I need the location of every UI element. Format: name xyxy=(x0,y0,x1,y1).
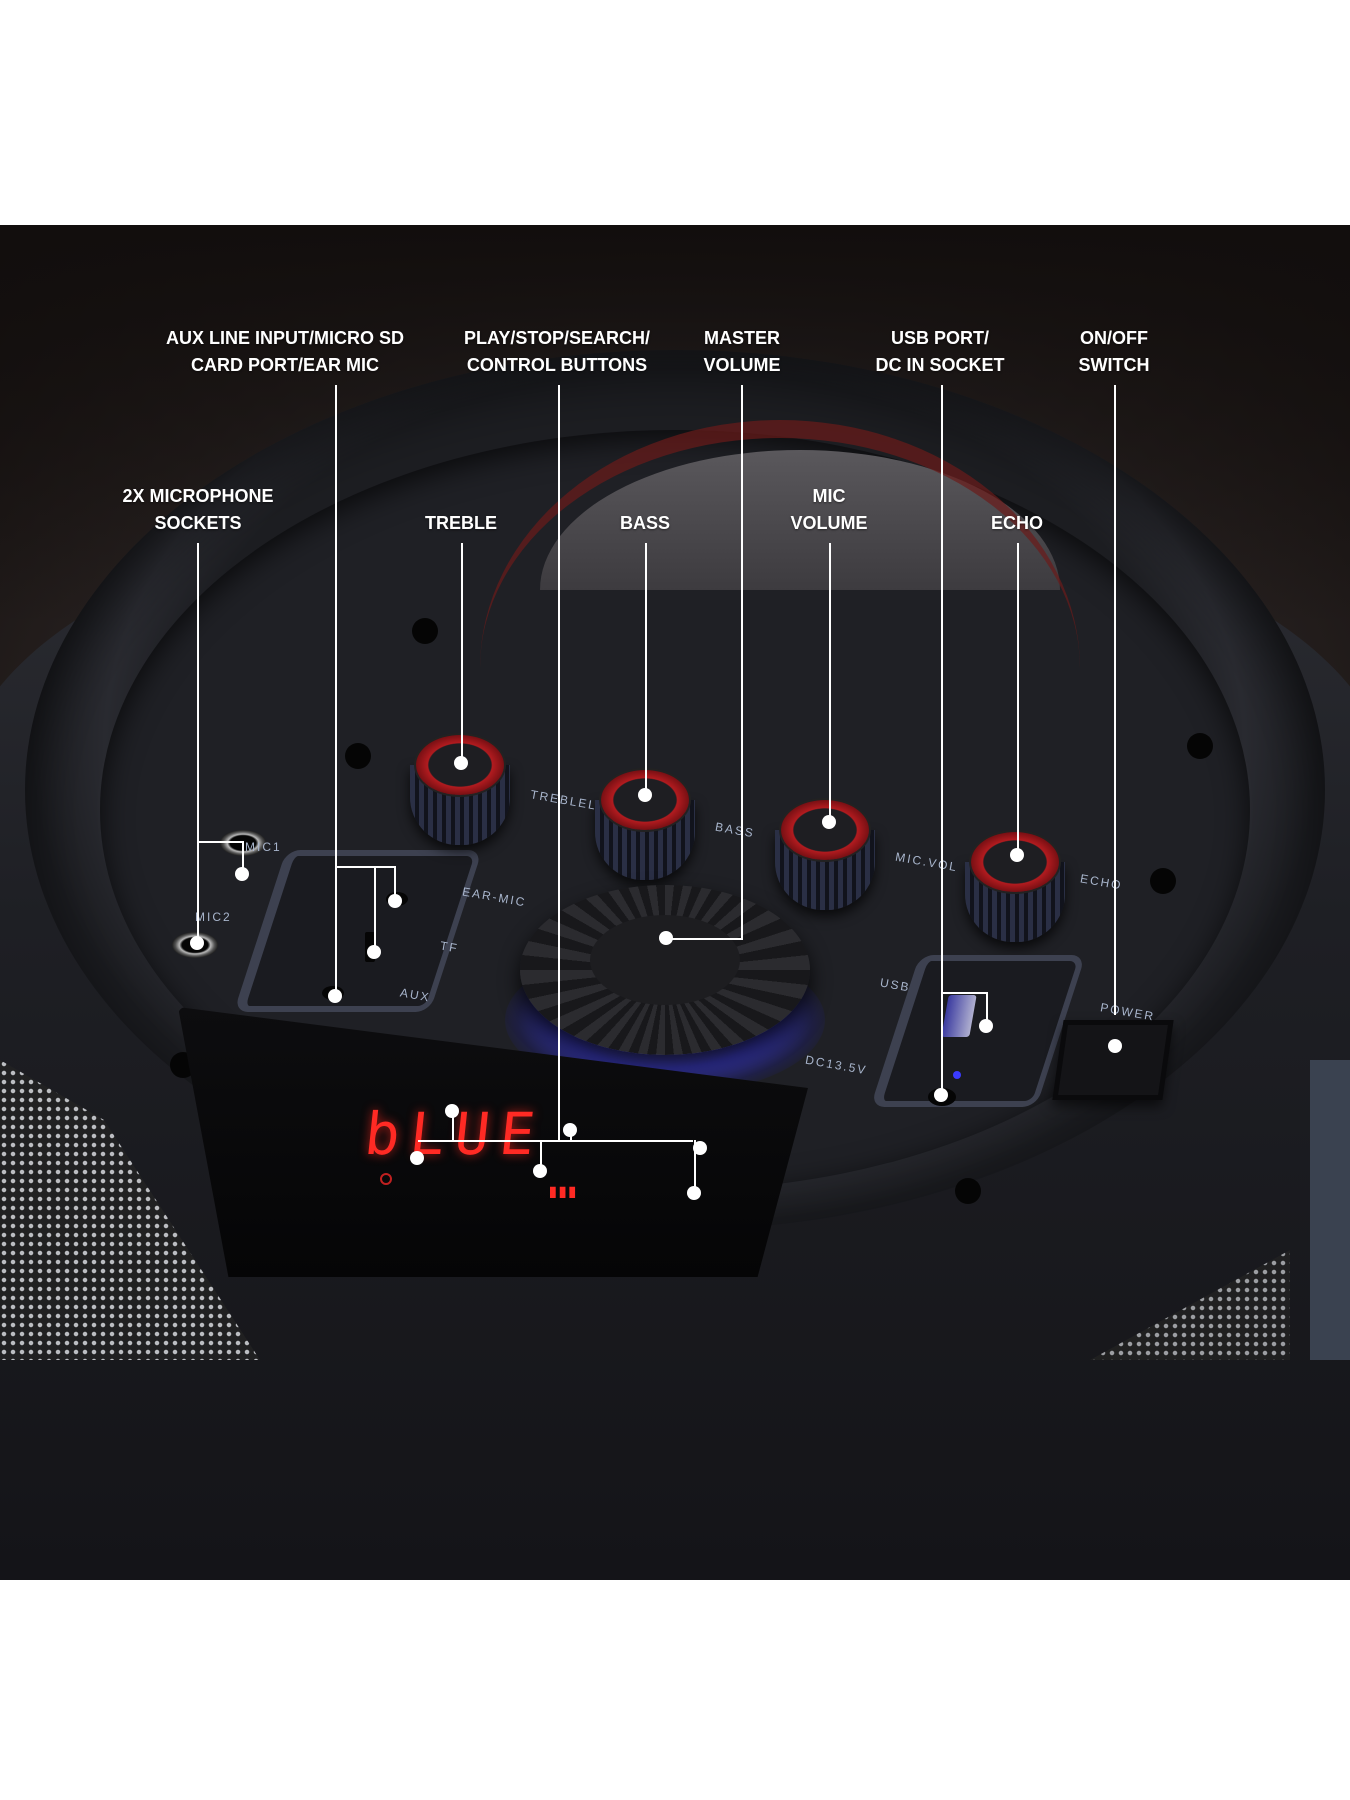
callout-bass: BASS xyxy=(620,510,670,537)
callout-mic-volume: MIC VOLUME xyxy=(790,483,867,537)
leader-line xyxy=(335,385,337,1000)
callout-dot xyxy=(659,931,673,945)
screw-hole xyxy=(1150,868,1176,894)
callout-dot xyxy=(533,1164,547,1178)
callout-usb-line1: USB PORT/ xyxy=(890,328,990,348)
mic2-label: MIC2 xyxy=(195,910,232,924)
callout-aux-line1: AUX LINE INPUT/MICRO SD xyxy=(165,328,405,348)
callout-dot xyxy=(638,788,652,802)
callout-aux-line2: CARD PORT/EAR MIC xyxy=(190,355,379,375)
callout-master-line1: MASTER xyxy=(703,328,780,348)
echo-knob[interactable] xyxy=(965,832,1065,942)
callout-dot xyxy=(979,1019,993,1033)
callout-treble: TREBLE xyxy=(425,510,497,537)
dial-center xyxy=(590,915,740,1005)
callout-power-line2: SWITCH xyxy=(1078,355,1150,375)
callout-echo-line: ECHO xyxy=(990,513,1044,533)
power-switch[interactable] xyxy=(1052,1020,1174,1100)
leader-line xyxy=(741,385,743,940)
leader-line xyxy=(335,866,395,868)
callout-dot xyxy=(1010,848,1024,862)
callout-dot xyxy=(388,894,402,908)
speaker-side-panel xyxy=(1310,1060,1350,1360)
mic1-label: MIC1 xyxy=(245,840,282,854)
leader-line xyxy=(418,1140,693,1142)
master-volume-dial[interactable] xyxy=(505,885,825,1095)
callout-dot xyxy=(445,1104,459,1118)
callout-micvol-line2: VOLUME xyxy=(790,513,868,533)
callout-dot xyxy=(367,945,381,959)
leader-line xyxy=(986,992,988,1024)
callout-dot xyxy=(328,989,342,1003)
callout-dot xyxy=(235,867,249,881)
leader-line xyxy=(242,841,244,871)
callout-control-buttons: PLAY/STOP/SEARCH/ CONTROL BUTTONS xyxy=(464,325,650,379)
callout-dot xyxy=(563,1123,577,1137)
callout-dot xyxy=(934,1088,948,1102)
leader-line xyxy=(197,841,199,946)
mic-volume-knob[interactable] xyxy=(775,800,875,910)
screw-hole xyxy=(412,618,438,644)
callout-power-line1: ON/OFF xyxy=(1080,328,1148,348)
tf-label: TF xyxy=(438,938,460,956)
bluetooth-indicator-icon xyxy=(380,1173,392,1185)
screw-hole xyxy=(345,743,371,769)
callout-master-volume: MASTER VOLUME xyxy=(703,325,780,379)
screw-hole xyxy=(1187,733,1213,759)
callout-dot xyxy=(822,815,836,829)
leader-line xyxy=(197,841,243,843)
knob-cap xyxy=(971,832,1059,892)
knob-cap xyxy=(781,800,869,860)
leader-line xyxy=(558,385,560,1140)
leader-line xyxy=(666,938,742,940)
callout-dot xyxy=(190,936,204,950)
callout-dot xyxy=(410,1151,424,1165)
leader-line xyxy=(197,543,199,843)
callout-master-line2: VOLUME xyxy=(703,355,781,375)
screw-hole xyxy=(955,1178,981,1204)
callout-echo: ECHO xyxy=(991,510,1043,537)
callout-mic-sockets: 2X MICROPHONE SOCKETS xyxy=(122,483,273,537)
callout-on-off: ON/OFF SWITCH xyxy=(1079,325,1150,379)
callout-control-line1: PLAY/STOP/SEARCH/ xyxy=(463,328,651,348)
callout-control-line2: CONTROL BUTTONS xyxy=(466,355,648,375)
bass-knob[interactable] xyxy=(595,770,695,880)
callout-dot xyxy=(693,1141,707,1155)
leader-line xyxy=(374,866,376,952)
callout-mic-line1: 2X MICROPHONE xyxy=(122,486,274,506)
leader-line xyxy=(461,543,463,763)
leader-line xyxy=(1114,385,1116,1015)
leader-line xyxy=(694,1140,696,1190)
callout-mic-line2: SOCKETS xyxy=(154,513,242,533)
signal-bars-icon: ▮▮▮ xyxy=(549,1183,579,1199)
callout-usb-dc: USB PORT/ DC IN SOCKET xyxy=(875,325,1004,379)
callout-dot xyxy=(1108,1039,1122,1053)
leader-line xyxy=(941,992,987,994)
leader-line xyxy=(394,866,396,900)
callout-aux: AUX LINE INPUT/MICRO SD CARD PORT/EAR MI… xyxy=(166,325,404,379)
callout-dot xyxy=(687,1186,701,1200)
callout-treble-line: TREBLE xyxy=(425,513,497,533)
callout-micvol-line1: MIC xyxy=(812,486,846,506)
callout-bass-line: BASS xyxy=(619,513,671,533)
leader-line xyxy=(829,543,831,823)
leader-line xyxy=(941,385,943,1095)
status-led xyxy=(953,1071,961,1079)
leader-line xyxy=(1017,543,1019,853)
treble-knob[interactable] xyxy=(410,735,510,845)
leader-line xyxy=(452,1110,454,1140)
callout-usb-line2: DC IN SOCKET xyxy=(875,355,1005,375)
leader-line xyxy=(645,543,647,793)
callout-dot xyxy=(454,756,468,770)
leader-line xyxy=(540,1140,542,1170)
